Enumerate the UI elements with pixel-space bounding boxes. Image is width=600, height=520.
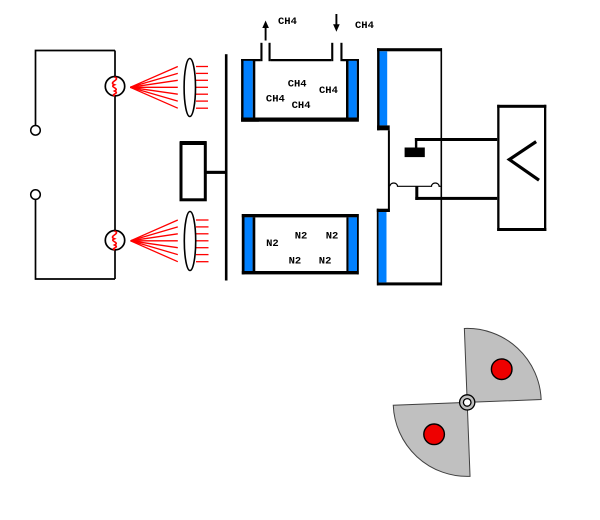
svg-text:CH4: CH4 xyxy=(278,16,297,28)
svg-text:CH4: CH4 xyxy=(288,78,307,90)
svg-text:N2: N2 xyxy=(319,256,332,268)
svg-text:CH4: CH4 xyxy=(355,20,374,32)
svg-text:N2: N2 xyxy=(326,231,339,243)
svg-text:N2: N2 xyxy=(295,231,308,243)
svg-text:CH4: CH4 xyxy=(292,100,311,112)
svg-text:N2: N2 xyxy=(266,238,279,250)
svg-text:CH4: CH4 xyxy=(319,85,338,97)
svg-text:N2: N2 xyxy=(289,256,302,268)
svg-text:CH4: CH4 xyxy=(266,93,285,105)
